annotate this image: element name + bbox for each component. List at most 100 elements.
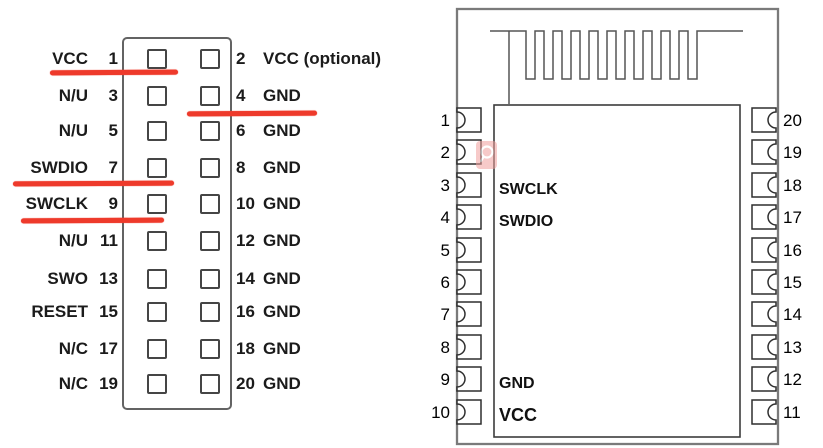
pin-number: 19 — [99, 374, 118, 393]
pin-label: SWCLK — [25, 194, 88, 213]
header-row-11-12: N/U 11 12 GND — [0, 223, 412, 259]
magnifier-handle — [479, 155, 485, 163]
swd-header-diagram: VCC 1 2 VCC (optional) N/U 3 4 GND N/U 5… — [0, 37, 412, 410]
pin-hole — [200, 302, 220, 322]
pin-label: GND — [263, 374, 301, 393]
module-pin-number: 3 — [441, 176, 450, 195]
pin-hole — [147, 339, 167, 359]
pin-label: GND — [263, 194, 301, 213]
module-pad-14 — [751, 301, 777, 327]
module-pad-18 — [751, 172, 777, 198]
pin-number: 13 — [99, 269, 118, 288]
pin-label: GND — [263, 302, 301, 321]
pin-hole — [147, 269, 167, 289]
module-pad-5 — [456, 237, 482, 263]
pin-label: GND — [263, 231, 301, 250]
pin-hole — [200, 158, 220, 178]
pin-label: SWDIO — [30, 158, 88, 177]
module-pin-number: 1 — [441, 111, 450, 130]
module-pin-number: 2 — [441, 143, 450, 162]
module-pad-20 — [751, 107, 777, 133]
module-pin-number: 17 — [783, 208, 802, 227]
pin-number: 8 — [236, 158, 246, 177]
module-pin-number: 5 — [441, 241, 450, 260]
module-pin-number: 4 — [441, 208, 450, 227]
pin-hole — [147, 194, 167, 214]
module-pad-19 — [751, 139, 777, 165]
pin-hole — [200, 269, 220, 289]
module-pad-17 — [751, 204, 777, 230]
module-signal-swdio: SWDIO — [499, 213, 553, 230]
module-pin-number: 10 — [431, 403, 450, 422]
pin-number: 3 — [108, 86, 118, 105]
module-pad-10 — [456, 399, 482, 425]
module-pin-number: 15 — [783, 273, 802, 292]
module-pad-3 — [456, 172, 482, 198]
pin-number: 17 — [99, 339, 118, 358]
module-pad-11 — [751, 399, 777, 425]
pin-label: N/U — [58, 121, 88, 140]
pin-number: 20 — [236, 374, 255, 393]
pin-hole — [147, 231, 167, 251]
module-pad-9 — [456, 366, 482, 392]
module-pad-16 — [751, 237, 777, 263]
module-pad-2 — [456, 139, 482, 165]
pin-number: 4 — [236, 86, 246, 105]
pin-label: GND — [263, 339, 301, 358]
pin-number: 12 — [236, 231, 255, 250]
stamp-background — [476, 141, 497, 169]
module-pin-number: 20 — [783, 111, 802, 130]
module-pad-7 — [456, 301, 482, 327]
module-pin-number: 9 — [441, 370, 450, 389]
module-pin-number: 6 — [441, 273, 450, 292]
module-pad-4 — [456, 204, 482, 230]
module-pin-number: 13 — [783, 338, 802, 357]
module-pad-6 — [456, 269, 482, 295]
antenna-trace — [490, 30, 743, 80]
pin-number: 14 — [236, 269, 255, 288]
pin-number: 16 — [236, 302, 255, 321]
header-row-15-16: RESET 15 16 GND — [0, 294, 412, 330]
pin-hole — [147, 121, 167, 141]
module-pin-number: 14 — [783, 305, 802, 324]
module-pin-number: 12 — [783, 370, 802, 389]
pin-hole — [200, 194, 220, 214]
pin-number: 5 — [108, 121, 118, 140]
module-pin-number: 7 — [441, 305, 450, 324]
pin-hole — [200, 86, 220, 106]
module-pin-number: 16 — [783, 241, 802, 260]
module-body — [493, 104, 741, 438]
header-row-9-10: SWCLK 9 10 GND — [0, 186, 412, 222]
pin-hole — [147, 374, 167, 394]
module-signal-swclk: SWCLK — [499, 181, 558, 198]
pin-label: GND — [263, 121, 301, 140]
pin-label: SWO — [47, 269, 88, 288]
pin-hole — [147, 86, 167, 106]
pin-label: GND — [263, 86, 301, 105]
module-signal-gnd: GND — [499, 375, 535, 392]
header-row-17-18: N/C 17 18 GND — [0, 331, 412, 367]
header-row-7-8: SWDIO 7 8 GND — [0, 150, 412, 186]
module-pin-number: 11 — [783, 403, 801, 422]
pin-label: N/U — [58, 231, 88, 250]
pin-number: 10 — [236, 194, 255, 213]
pin-number: 7 — [108, 158, 118, 177]
pin-label: GND — [263, 269, 301, 288]
pin-label: N/C — [58, 339, 88, 358]
module-pad-8 — [456, 334, 482, 360]
magnifier-stamp — [476, 141, 497, 169]
pin-number: 6 — [236, 121, 246, 140]
header-row-1-2: VCC 1 2 VCC (optional) — [0, 41, 412, 77]
magnifier-icon — [480, 145, 494, 159]
pin-number: 1 — [108, 49, 118, 68]
module-pad-13 — [751, 334, 777, 360]
pin-label: VCC (optional) — [263, 49, 382, 68]
pin-hole — [200, 339, 220, 359]
module-pad-1 — [456, 107, 482, 133]
module-pin-number: 19 — [783, 143, 802, 162]
pin-label: VCC — [52, 49, 88, 68]
pin-number: 15 — [99, 302, 118, 321]
pin-label: RESET — [31, 302, 88, 321]
pin-number: 9 — [108, 194, 118, 213]
